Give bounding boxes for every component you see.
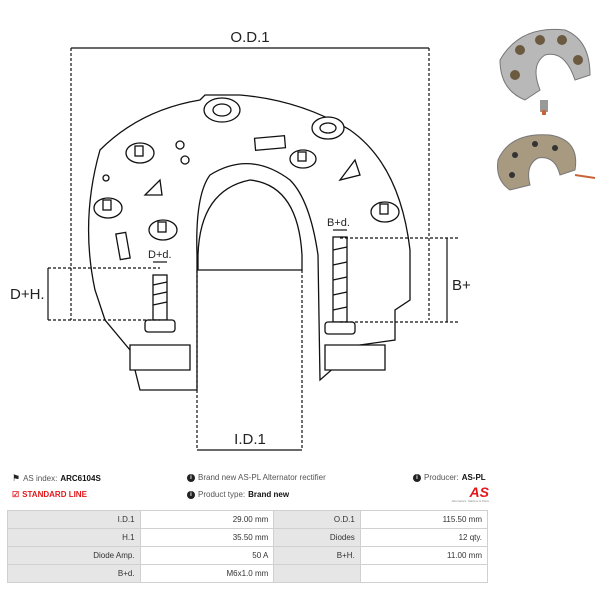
spec-value: 115.50 mm [359,510,489,529]
spec-label: O.D.1 [273,510,361,529]
spec-label: Diodes [273,528,361,547]
description: i Brand new AS-PL Alternator rectifier [187,473,326,482]
spec-value: 29.00 mm [139,510,275,529]
spec-value: 35.50 mm [139,528,275,547]
description-text: Brand new AS-PL Alternator rectifier [198,473,326,482]
spec-label: I.D.1 [7,510,141,529]
logo-text: AS [469,484,489,500]
rectifier-technical-drawing: O.D.1 I.D.1 D+H. B+H. D+d. B+d. [10,29,470,451]
info-icon: i [187,473,195,482]
logo-tagline: Alternators, Starters & Parts [451,499,489,503]
as-pl-logo: AS Alternators, Starters & Parts [443,484,489,503]
product-photo-top[interactable] [490,20,600,115]
info-icon: i [413,473,421,482]
od1-label: O.D.1 [230,29,269,46]
spec-label [273,564,361,583]
spec-value: 50 A [139,546,275,565]
spec-label: B+H. [273,546,361,565]
product-type: i Product type: Brand new [187,490,289,499]
as-index-label: AS index: [23,474,58,483]
spec-value: 11.00 mm [359,546,489,565]
spec-value: 12 qty. [359,528,489,547]
product-type-value: Brand new [248,490,290,499]
spec-label: H.1 [7,528,141,547]
spec-label: Diode Amp. [7,546,141,565]
info-icon: i [187,490,195,499]
tag-icon: ⚑ [12,473,21,483]
product-type-label: Product type: [198,490,246,499]
standard-line: ☑ STANDARD LINE [12,490,87,499]
bh-label: B+H. [452,277,470,294]
table-row: B+d.M6x1.0 mm [7,564,489,583]
product-photo-bottom[interactable] [490,130,600,195]
dd-label: D+d. [148,249,172,261]
spec-label: B+d. [7,564,141,583]
checkbox-icon: ☑ [12,490,20,499]
spec-value: M6x1.0 mm [139,564,275,583]
producer: i Producer: AS-PL [413,473,486,482]
spec-value [359,564,489,583]
as-index: ⚑ AS index: ARC6104S [12,473,101,484]
producer-label: Producer: [424,473,459,482]
standard-line-label: STANDARD LINE [22,490,87,499]
bd-label: B+d. [327,217,350,229]
producer-value: AS-PL [461,473,486,482]
id1-label: I.D.1 [234,431,266,448]
as-index-value: ARC6104S [60,474,101,483]
dh-label: D+H. [10,286,45,303]
